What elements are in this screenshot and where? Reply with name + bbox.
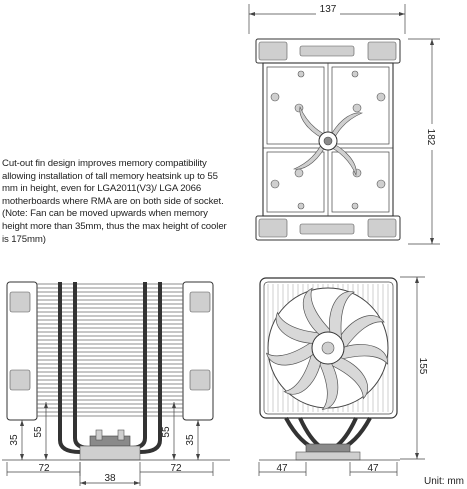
description-text: Cut-out fin design improves memory compa… bbox=[2, 158, 227, 245]
front-heatpipes bbox=[284, 417, 372, 452]
front-view: 155 bbox=[258, 276, 432, 476]
side-dim-35-left: 35 bbox=[9, 434, 20, 446]
front-height-label: 155 bbox=[417, 358, 428, 375]
side-heatpipes bbox=[58, 282, 162, 454]
side-view: 35 55 55 35 72 72 bbox=[2, 281, 230, 486]
top-depth-label: 182 bbox=[425, 129, 436, 146]
side-dim-35-right: 35 bbox=[185, 434, 196, 446]
top-view: 137 182 bbox=[248, 3, 440, 245]
side-dim-38: 38 bbox=[104, 473, 116, 484]
heatpipe-tips bbox=[270, 70, 386, 210]
front-fan-blades bbox=[265, 287, 388, 410]
side-dim-72-left: 72 bbox=[38, 463, 50, 474]
top-width-label: 137 bbox=[320, 4, 337, 15]
unit-label: Unit: mm bbox=[424, 476, 464, 487]
front-dim-47-left: 47 bbox=[276, 463, 288, 474]
top-fan-blades bbox=[292, 105, 364, 177]
side-dim-55-left: 55 bbox=[33, 426, 44, 438]
front-fin-stack bbox=[267, 284, 389, 412]
front-dim-47-right: 47 bbox=[367, 463, 379, 474]
side-fin-stack bbox=[37, 283, 183, 417]
side-dim-55-right: 55 bbox=[161, 426, 172, 438]
top-width-dimension: 137 bbox=[248, 3, 406, 34]
side-dim-72-right: 72 bbox=[170, 463, 182, 474]
top-depth-dimension: 182 bbox=[408, 38, 440, 245]
